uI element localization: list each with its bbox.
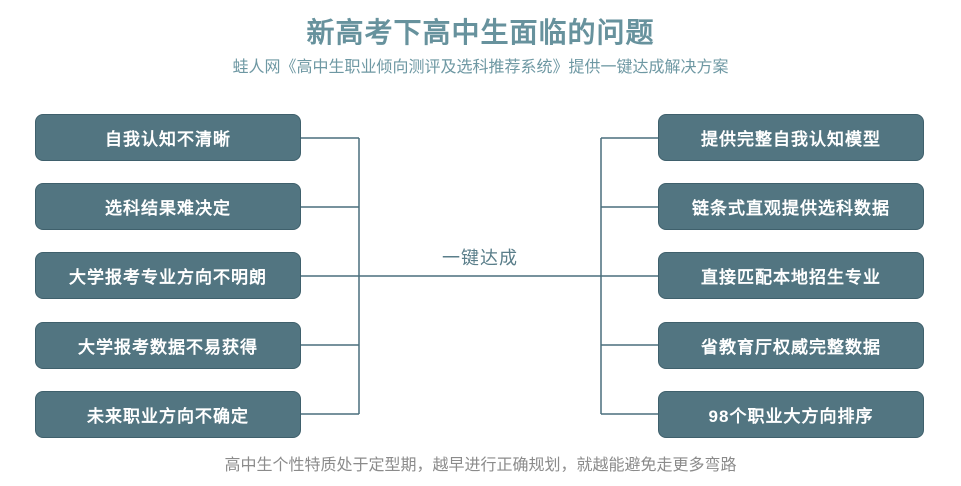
page-title: 新高考下高中生面临的问题 xyxy=(306,17,655,48)
page-subtitle: 蛙人网《高中生职业倾向测评及选科推荐系统》提供一键达成解决方案 xyxy=(232,59,729,76)
footer-note: 高中生个性特质处于定型期，越早进行正确规划，就越能避免走更多弯路 xyxy=(224,457,737,474)
center-label: 一键达成 xyxy=(442,248,518,268)
solution-box-subject-data: 链条式直观提供选科数据 xyxy=(658,183,924,230)
solution-box-career-ranking: 98个职业大方向排序 xyxy=(658,391,924,438)
problem-box-application-data: 大学报考数据不易获得 xyxy=(35,322,301,369)
solution-box-self-awareness-model: 提供完整自我认知模型 xyxy=(658,114,924,161)
solution-box-authoritative-data: 省教育厅权威完整数据 xyxy=(658,322,924,369)
solution-box-local-majors: 直接匹配本地招生专业 xyxy=(658,252,924,299)
problem-box-career-direction: 未来职业方向不确定 xyxy=(35,391,301,438)
problem-box-major-direction: 大学报考专业方向不明朗 xyxy=(35,252,301,299)
problem-box-self-awareness: 自我认知不清晰 xyxy=(35,114,301,161)
problem-box-subject-choice: 选科结果难决定 xyxy=(35,183,301,230)
